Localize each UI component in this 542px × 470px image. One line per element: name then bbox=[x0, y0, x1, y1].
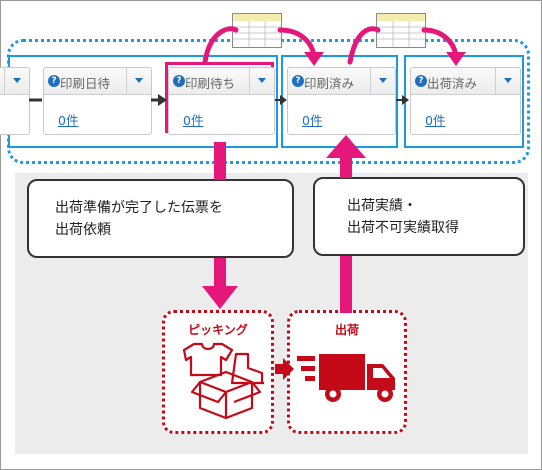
dropdown-icon[interactable] bbox=[126, 68, 151, 94]
callout-shipping-results: 出荷実績・ 出荷不可実績取得 bbox=[313, 177, 525, 256]
status-card-partial[interactable] bbox=[0, 67, 30, 135]
picking-title: ピッキング bbox=[188, 323, 248, 337]
document-icon bbox=[232, 13, 282, 48]
status-card-printed[interactable]: ? 印刷済み 0件 bbox=[287, 67, 396, 135]
shipping-title: 出荷 bbox=[334, 323, 359, 337]
status-card-print-date-waiting[interactable]: ? 印刷日待 0件 bbox=[43, 67, 152, 135]
question-icon[interactable]: ? bbox=[48, 75, 60, 87]
status-label: 出荷済み bbox=[427, 76, 478, 91]
document-icon bbox=[376, 13, 426, 48]
dropdown-icon[interactable] bbox=[370, 68, 395, 94]
shipping-group: 出荷 bbox=[287, 310, 407, 434]
callout-line: 出荷準備が完了した伝票を bbox=[55, 200, 223, 216]
box-icon bbox=[190, 370, 262, 420]
status-label: 印刷待ち bbox=[185, 76, 236, 91]
dropdown-icon[interactable] bbox=[4, 68, 29, 94]
callout-line: 出荷実績・ bbox=[347, 198, 417, 214]
picking-illustration bbox=[182, 342, 264, 420]
dropdown-icon[interactable] bbox=[495, 68, 520, 94]
question-icon[interactable]: ? bbox=[415, 75, 427, 87]
truck-icon bbox=[297, 354, 395, 402]
curve-arrow-left-start bbox=[202, 26, 239, 65]
dropdown-icon[interactable] bbox=[249, 68, 274, 94]
status-count-link[interactable]: 0件 bbox=[425, 113, 446, 128]
callout-line: 出荷依頼 bbox=[55, 222, 111, 238]
status-count-link[interactable]: 0件 bbox=[302, 113, 323, 128]
status-card-shipped[interactable]: ? 出荷済み 0件 bbox=[410, 67, 521, 135]
callout-line: 出荷不可実績取得 bbox=[347, 220, 459, 236]
question-icon[interactable]: ? bbox=[173, 75, 185, 87]
status-count-link[interactable]: 0件 bbox=[183, 113, 204, 128]
picking-group: ピッキング bbox=[162, 310, 274, 434]
status-label: 印刷日待 bbox=[60, 76, 111, 91]
question-icon[interactable]: ? bbox=[292, 75, 304, 87]
status-count-link[interactable]: 0件 bbox=[58, 113, 79, 128]
status-label: 印刷済み bbox=[304, 76, 355, 91]
status-card-print-waiting[interactable]: ? 印刷待ち 0件 bbox=[168, 67, 275, 135]
callout-shipping-request: 出荷準備が完了した伝票を 出荷依頼 bbox=[27, 179, 294, 258]
